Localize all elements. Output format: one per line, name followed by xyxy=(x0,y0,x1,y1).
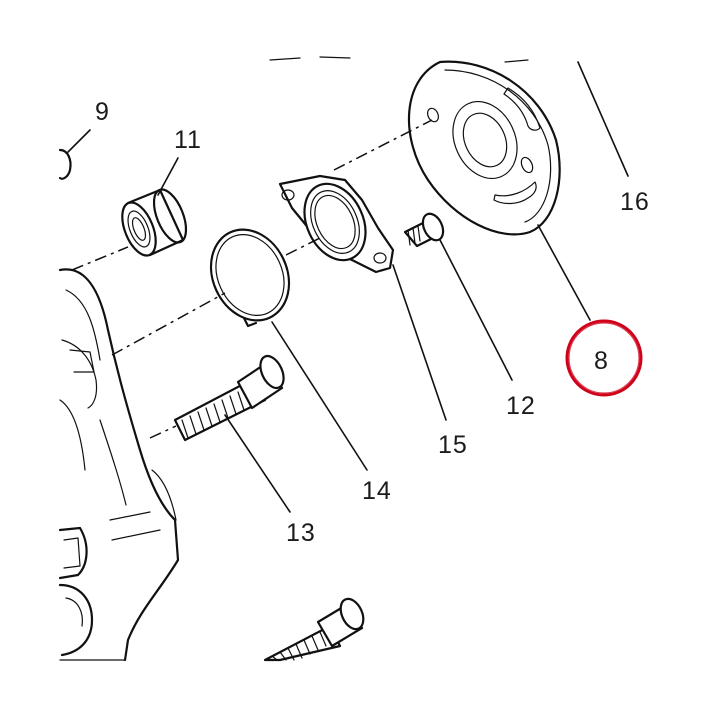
lower-stud-bolt xyxy=(263,597,365,662)
assembly-axis-lines xyxy=(71,119,433,439)
part-9-fragment xyxy=(58,148,72,180)
callout-16: 16 xyxy=(620,188,650,216)
top-edge-fragments xyxy=(269,56,529,63)
oil-seal-part-11 xyxy=(121,188,188,257)
highlight-circle-part-8-inner xyxy=(568,322,640,394)
bearing-cover-part-15 xyxy=(278,174,395,274)
circlip-part-14 xyxy=(209,228,291,328)
highlight-circle-part-8 xyxy=(565,319,643,397)
engine-case-housing xyxy=(58,268,180,662)
bolt-part-12 xyxy=(403,212,445,248)
callout-15: 15 xyxy=(438,431,468,459)
leader-lines xyxy=(67,61,629,513)
cover-plate-part-8 xyxy=(407,60,561,236)
callout-9: 9 xyxy=(95,98,110,126)
callout-14: 14 xyxy=(362,477,392,505)
callout-8: 8 xyxy=(594,347,609,375)
callout-11: 11 xyxy=(174,126,202,154)
stud-bolt-part-13 xyxy=(173,354,285,442)
callout-12: 12 xyxy=(506,392,536,420)
callout-13: 13 xyxy=(286,519,316,547)
